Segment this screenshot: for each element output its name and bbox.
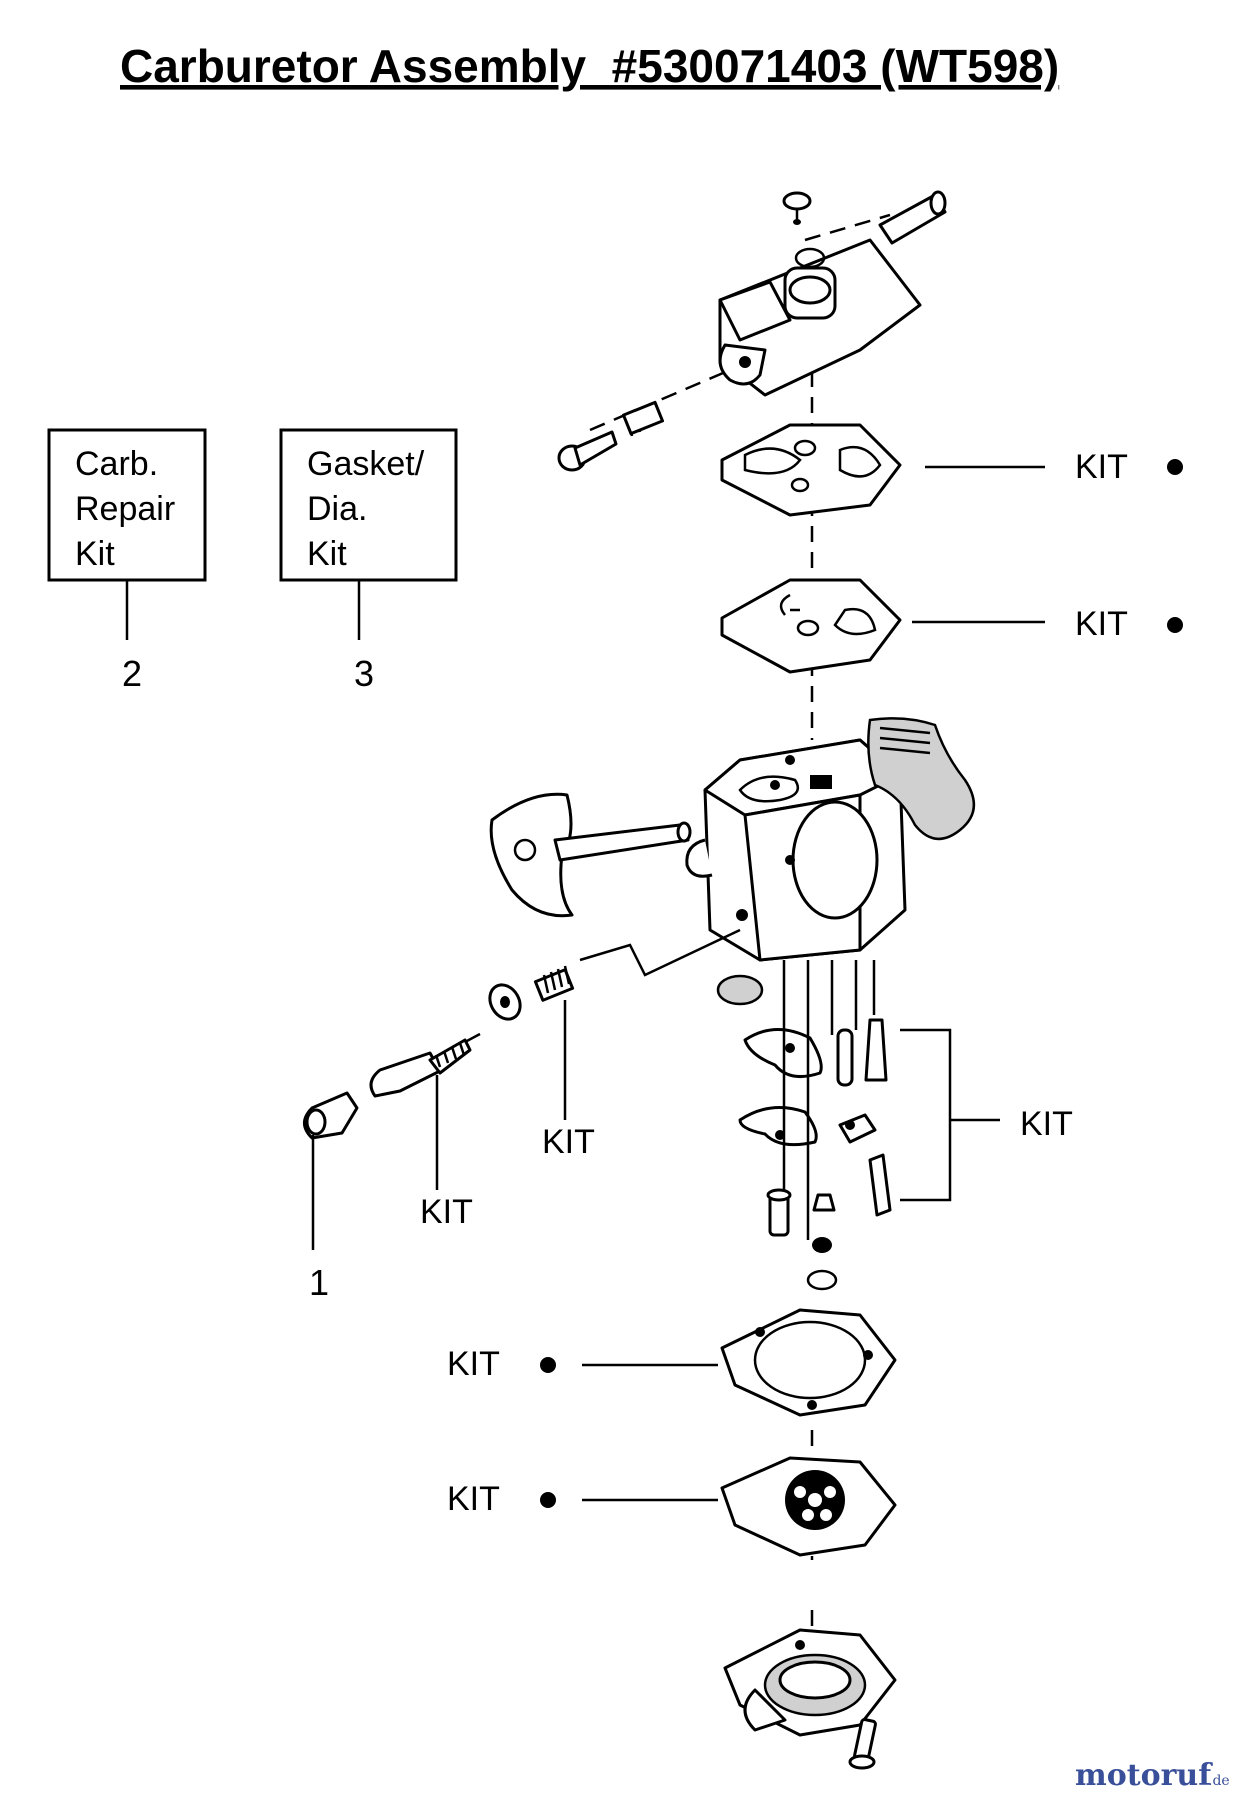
gasket-dia-kit-box: Gasket/ Dia. Kit 3 [279, 428, 458, 694]
kit-bullet [1167, 617, 1183, 633]
kit-label: KIT [1075, 448, 1128, 486]
top-screw-part [782, 191, 812, 225]
kit-label: KIT [1020, 1105, 1073, 1143]
kit-label: KIT [542, 1123, 595, 1161]
body-leader-lines [782, 960, 876, 1240]
page-title: Carburetor Assembly #530071403 (WT598) [120, 40, 1059, 92]
left-leader-lines: 1 KIT KIT [309, 1000, 595, 1303]
gasket-part [720, 423, 902, 517]
part-number-1: 1 [309, 1262, 329, 1303]
kit-callout-metering-gasket: KIT [912, 605, 1183, 643]
kit-box-line: Repair [75, 490, 175, 528]
watermark-logo: motoruf .de [1075, 1758, 1230, 1793]
cover-screw-spring-part [557, 400, 665, 472]
choke-lever-part [489, 792, 692, 918]
carb-body-part [685, 738, 907, 962]
part-number-3: 3 [354, 653, 374, 694]
kit-label: KIT [447, 1345, 500, 1383]
metering-gasket-part [720, 578, 902, 674]
part-number-2: 2 [122, 653, 142, 694]
watermark-text: motoruf [1075, 1758, 1213, 1793]
throttle-lever-part [867, 717, 975, 840]
kit-bracket: KIT [900, 1028, 1073, 1202]
kit-box-line: Carb. [75, 445, 158, 483]
bottom-cover-part [723, 1628, 897, 1770]
kit-callout-top-gasket: KIT [925, 448, 1183, 486]
kit-label: KIT [447, 1480, 500, 1518]
kit-box-line: Kit [307, 535, 347, 573]
lower-gasket-part [720, 1308, 897, 1417]
kit-box-line: Dia. [307, 490, 367, 528]
kit-box-line: Kit [75, 535, 115, 573]
fuel-fitting-part [878, 190, 947, 245]
kit-label: KIT [1075, 605, 1128, 643]
metering-lever-part [716, 974, 823, 1147]
body-screws-part [766, 1188, 838, 1291]
carb-repair-kit-box: Carb. Repair Kit 2 [47, 428, 207, 694]
kit-label: KIT [420, 1193, 473, 1231]
kit-bullet [540, 1357, 556, 1373]
kit-callout-pump-diaphragm: KIT [447, 1480, 718, 1518]
kit-callout-lower-gasket: KIT [447, 1345, 718, 1383]
inlet-needle-part [836, 1018, 892, 1217]
top-cover-part [718, 238, 922, 397]
kit-bullet [540, 1492, 556, 1508]
kit-bullet [1167, 459, 1183, 475]
adjust-needle-part [303, 928, 741, 1140]
pump-diaphragm-part [720, 1456, 897, 1557]
watermark-suffix: .de [1208, 1773, 1230, 1789]
kit-box-line: Gasket/ [307, 445, 425, 483]
